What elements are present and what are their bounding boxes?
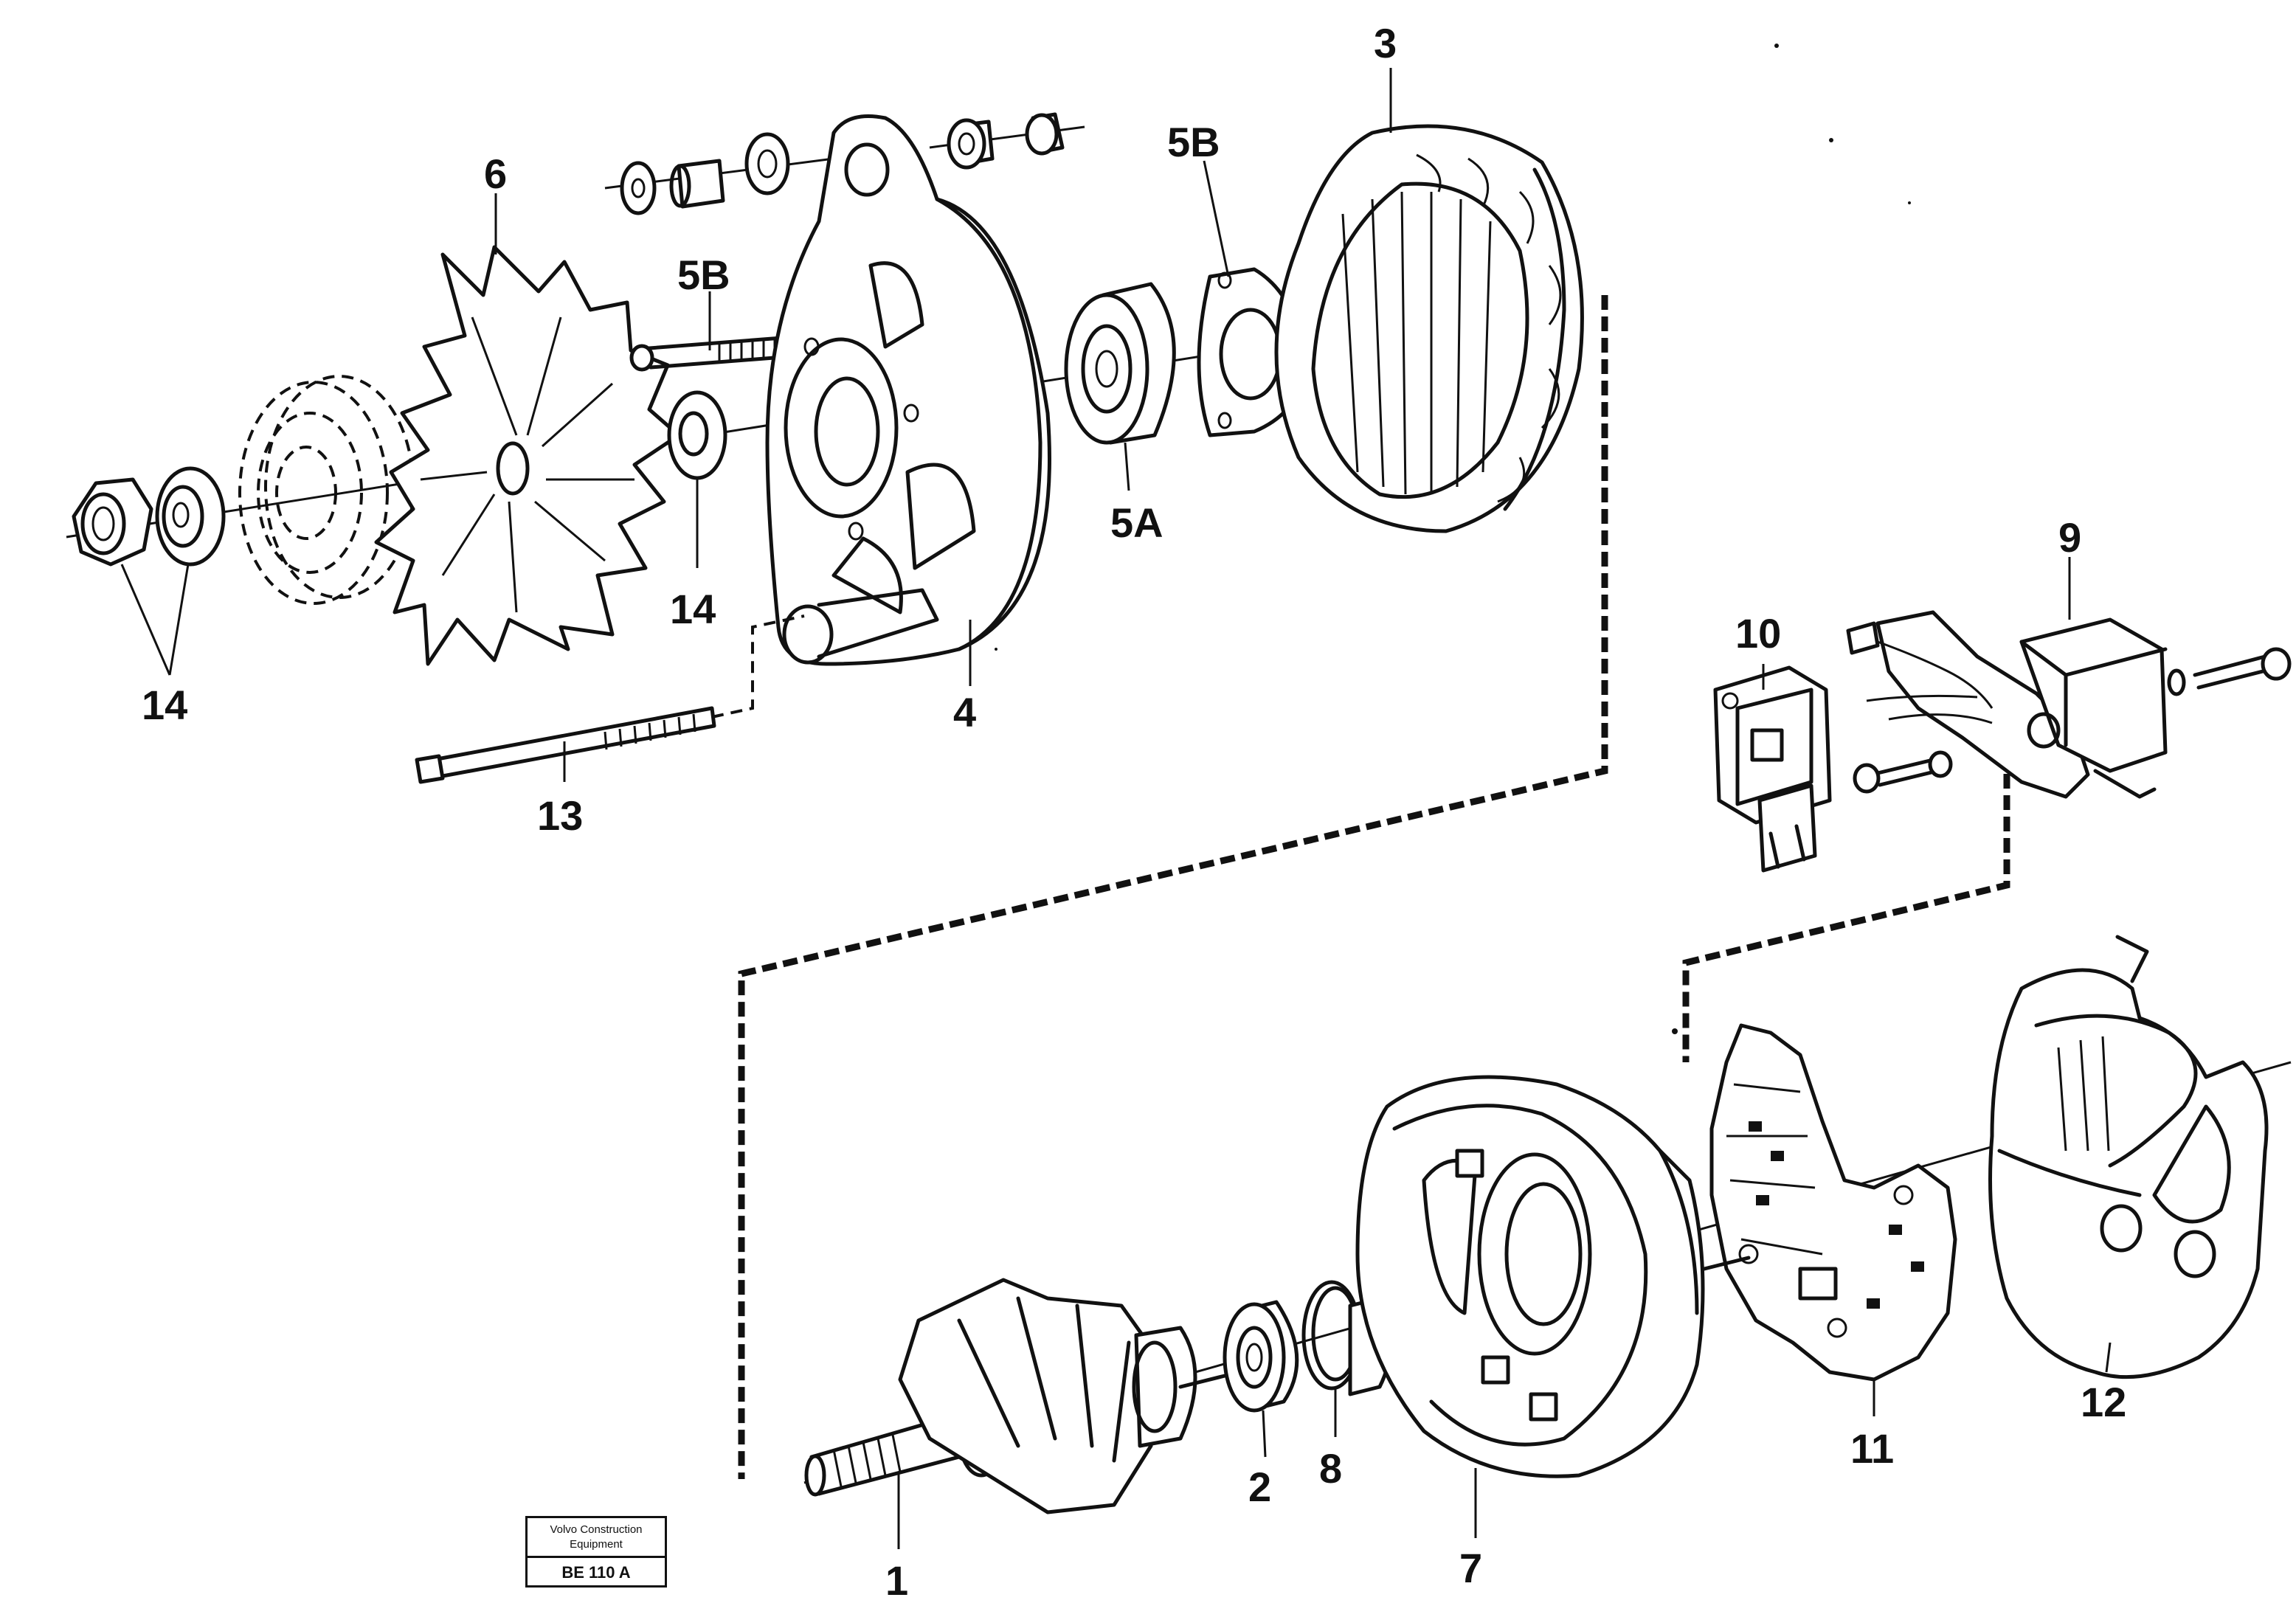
part-9-regulator: [1846, 610, 2168, 799]
callout-7: 7: [1459, 1545, 1482, 1591]
callout-11: 11: [1850, 1425, 1894, 1472]
screw-regulator-right: [2167, 647, 2292, 696]
link-line-main: [738, 295, 1608, 1479]
leader-5a: [1124, 442, 1130, 491]
callout-5a: 5A: [1110, 499, 1163, 546]
callout-3: 3: [1374, 20, 1397, 66]
pulley-phantom: [238, 375, 415, 605]
callout-6: 6: [484, 150, 507, 197]
bolt-13-path-dashed: [711, 614, 805, 719]
company-line-1: Volvo Construction: [550, 1523, 643, 1536]
callout-12: 12: [2081, 1379, 2126, 1425]
part-14-washer: [155, 466, 226, 567]
leader-5b-top: [1203, 160, 1230, 277]
drawing-reference-box: Volvo Construction Equipment BE 110 A: [525, 1516, 667, 1588]
callout-9: 9: [2058, 514, 2081, 561]
callout-14-left: 14: [142, 682, 187, 728]
part-4-drive-end-bracket: [765, 114, 1051, 666]
screw-regulator-mount: [1853, 750, 1953, 794]
leader-12: [2105, 1342, 2112, 1373]
callout-8: 8: [1319, 1445, 1342, 1492]
callout-5b-top: 5B: [1167, 119, 1220, 165]
mounting-hardware-right: [929, 112, 1085, 170]
scan-specks: [995, 44, 1911, 1034]
part-6-fan: [374, 245, 681, 666]
callout-2: 2: [1248, 1464, 1271, 1510]
callout-1: 1: [885, 1557, 908, 1603]
part-14-nut: [72, 477, 153, 567]
part-5a-bearing: [1064, 282, 1176, 445]
part-1-rotor: [804, 1278, 1227, 1514]
callout-5b-mid: 5B: [677, 252, 730, 298]
company-line-2: Equipment: [570, 1538, 623, 1551]
leader-2: [1262, 1410, 1267, 1458]
leader-14-left: [120, 564, 190, 676]
callout-14-mid: 14: [670, 586, 716, 632]
callout-10: 10: [1735, 610, 1781, 657]
link-line-regulator: [1682, 752, 2010, 1062]
company-name: Volvo Construction Equipment: [528, 1518, 665, 1558]
part-12-protective-cap: [1988, 935, 2269, 1379]
part-2-bearing: [1223, 1300, 1299, 1413]
callout-13: 13: [537, 792, 583, 839]
part-7-slip-ring-end-bracket: [1355, 1075, 1705, 1478]
part-3-stator: [1274, 124, 1584, 533]
part-11-rectifier-plate: [1702, 1023, 1957, 1382]
callout-4: 4: [953, 689, 976, 735]
drawing-code: BE 110 A: [561, 1563, 631, 1582]
part-10-brush-holder: [1713, 665, 1832, 873]
part-14-mid-washer: [667, 390, 727, 480]
mounting-hardware-left: [604, 132, 834, 215]
